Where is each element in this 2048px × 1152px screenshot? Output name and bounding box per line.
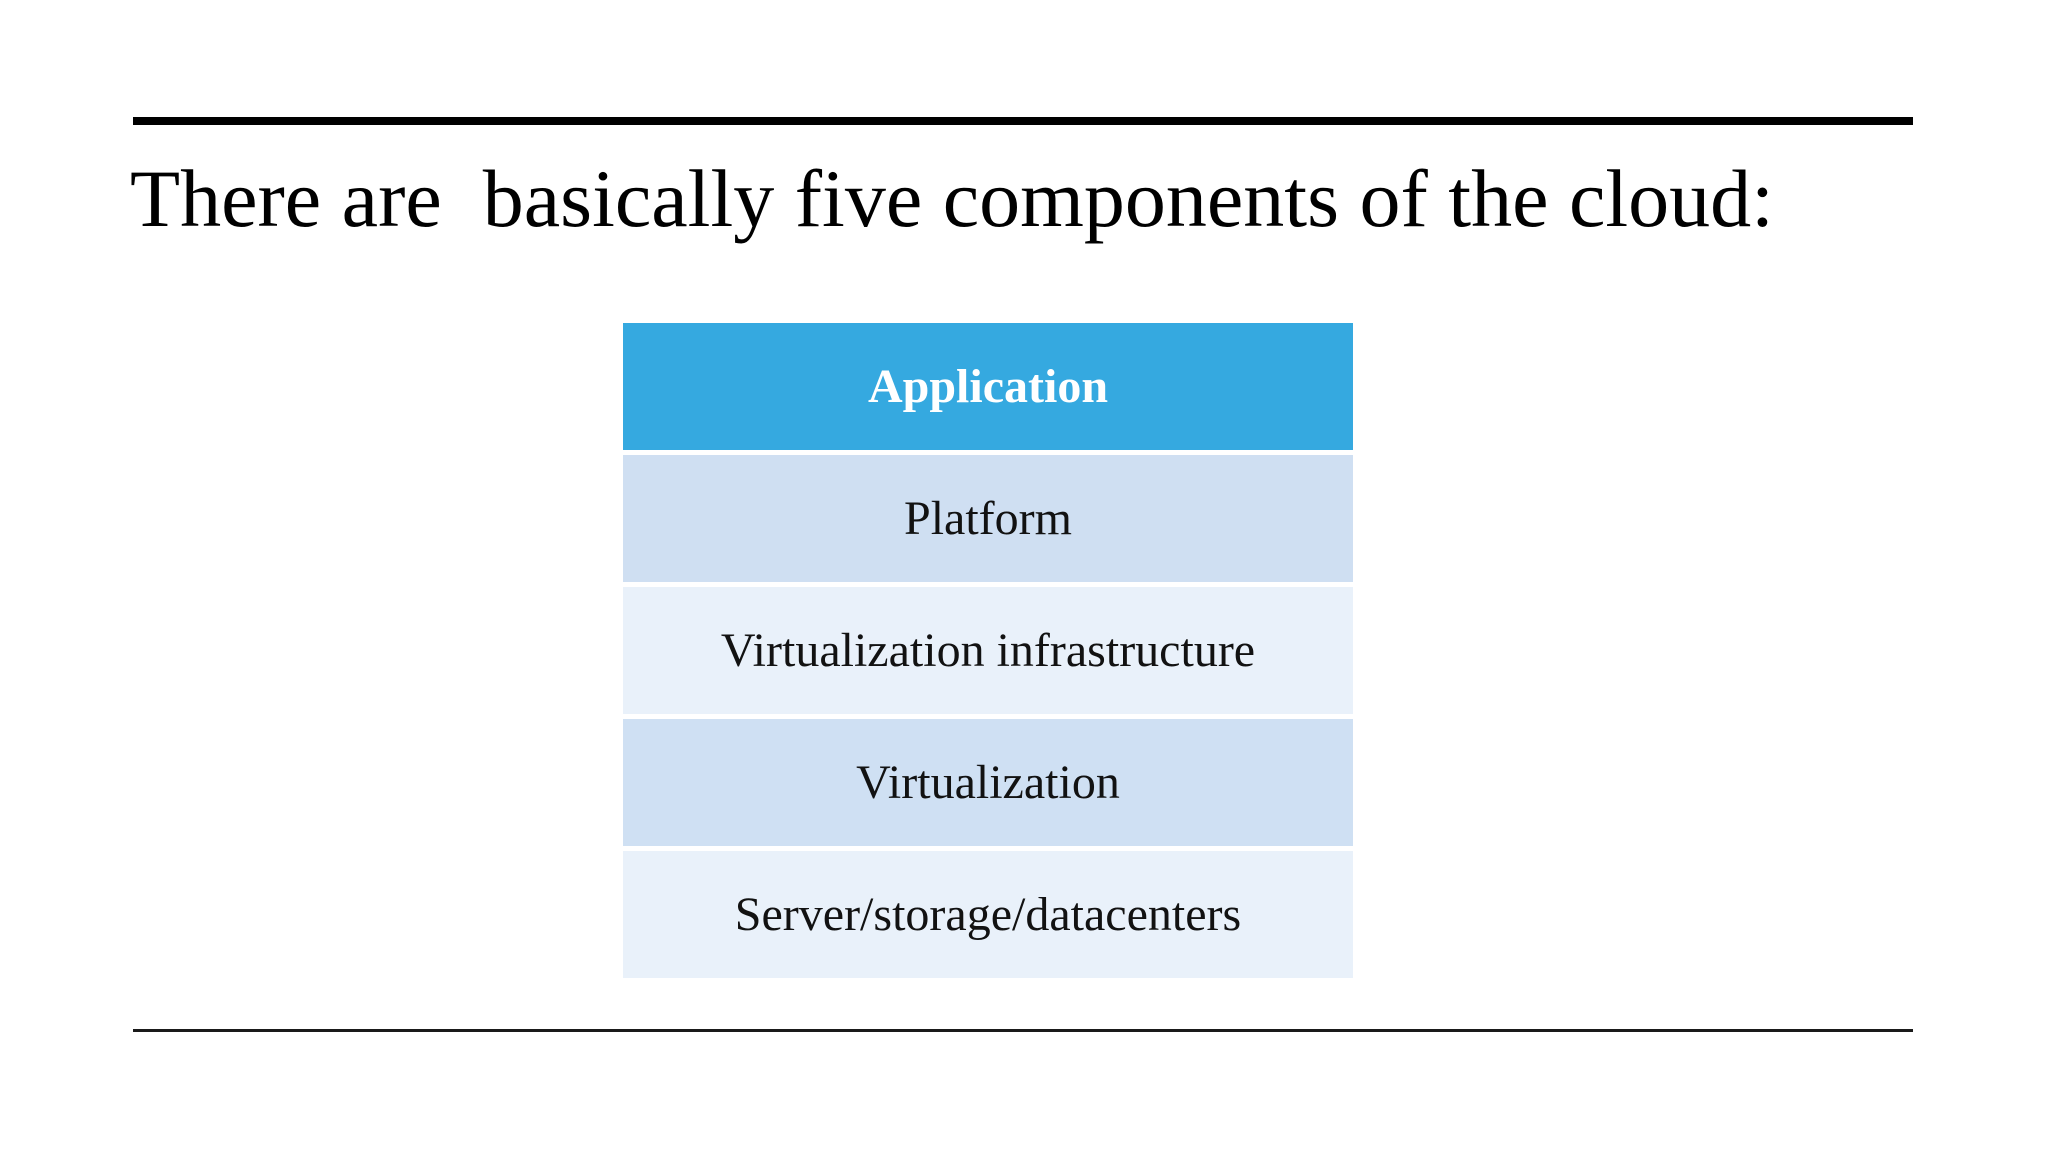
stack-layer-application: Application xyxy=(623,323,1353,450)
stack-layer-virtualization-infrastructure: Virtualization infrastructure xyxy=(623,587,1353,714)
stack-layer-virtualization: Virtualization xyxy=(623,719,1353,846)
bottom-divider-line xyxy=(133,1029,1913,1032)
cloud-components-stack: Application Platform Virtualization infr… xyxy=(623,323,1353,978)
stack-layer-platform: Platform xyxy=(623,455,1353,582)
stack-layer-label: Virtualization infrastructure xyxy=(720,623,1256,677)
stack-layer-server-storage-datacenters: Server/storage/datacenters xyxy=(623,851,1353,978)
slide-title: There are basically five components of t… xyxy=(130,153,1774,244)
top-divider-line xyxy=(133,117,1913,125)
stack-layer-label: Server/storage/datacenters xyxy=(734,887,1242,941)
stack-layer-label: Application xyxy=(867,359,1109,413)
stack-layer-label: Platform xyxy=(904,491,1072,545)
stack-layer-label: Virtualization xyxy=(856,755,1120,809)
